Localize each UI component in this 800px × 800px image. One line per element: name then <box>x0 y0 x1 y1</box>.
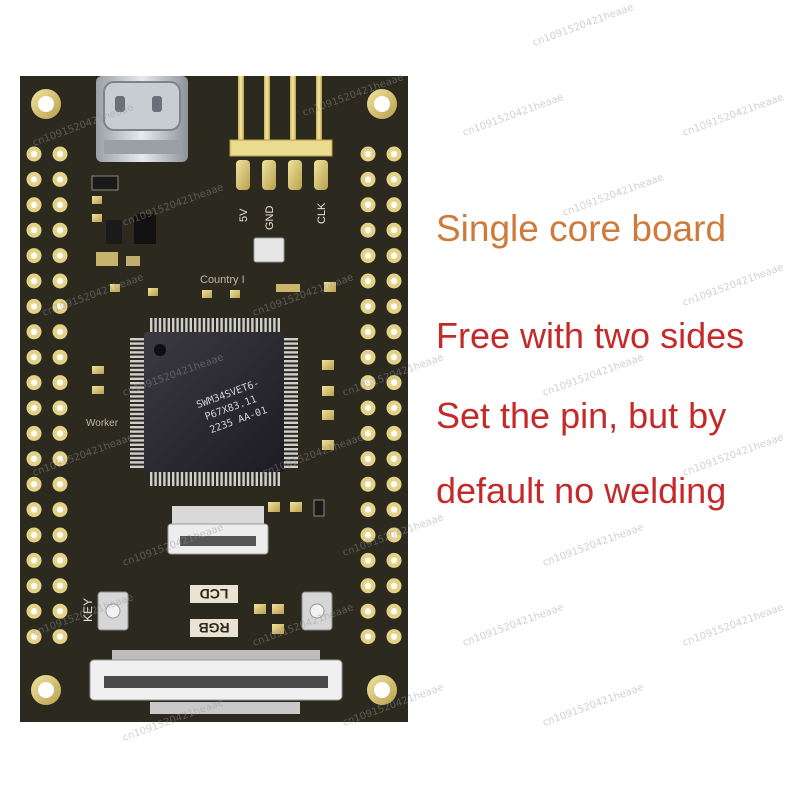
silk-worker: Worker <box>86 418 119 429</box>
key-button-left <box>97 591 129 631</box>
rgb-fpc-connector <box>89 650 343 714</box>
silk-rgb: RGB <box>198 620 229 636</box>
silk-key: KEY <box>81 598 95 622</box>
silk-country: Country I <box>200 274 245 286</box>
mcu-chip: SWM34SVET6- P67X83.11 2235 AA-01 <box>130 318 298 486</box>
caption-line-4: default no welding <box>436 470 727 511</box>
mounting-holes <box>31 89 397 705</box>
key-button-right <box>301 591 333 631</box>
lcd-label-box: LCD <box>190 585 238 603</box>
silk-gnd: GND <box>264 206 276 231</box>
silk-clk: CLK <box>316 202 328 224</box>
caption-line-1: Single core board <box>436 208 727 249</box>
smd-components <box>91 175 336 634</box>
caption-line-3: Set the pin, but by <box>436 395 727 436</box>
caption-line-2: Free with two sides <box>436 315 745 356</box>
four-pin-header <box>229 76 333 190</box>
silk-5v: 5V <box>238 208 250 222</box>
header-pads <box>26 146 402 645</box>
usb-c-connector <box>96 76 188 162</box>
rgb-label-box: RGB <box>190 619 238 637</box>
lcd-fpc-connector <box>167 506 269 555</box>
silk-lcd: LCD <box>200 586 229 602</box>
